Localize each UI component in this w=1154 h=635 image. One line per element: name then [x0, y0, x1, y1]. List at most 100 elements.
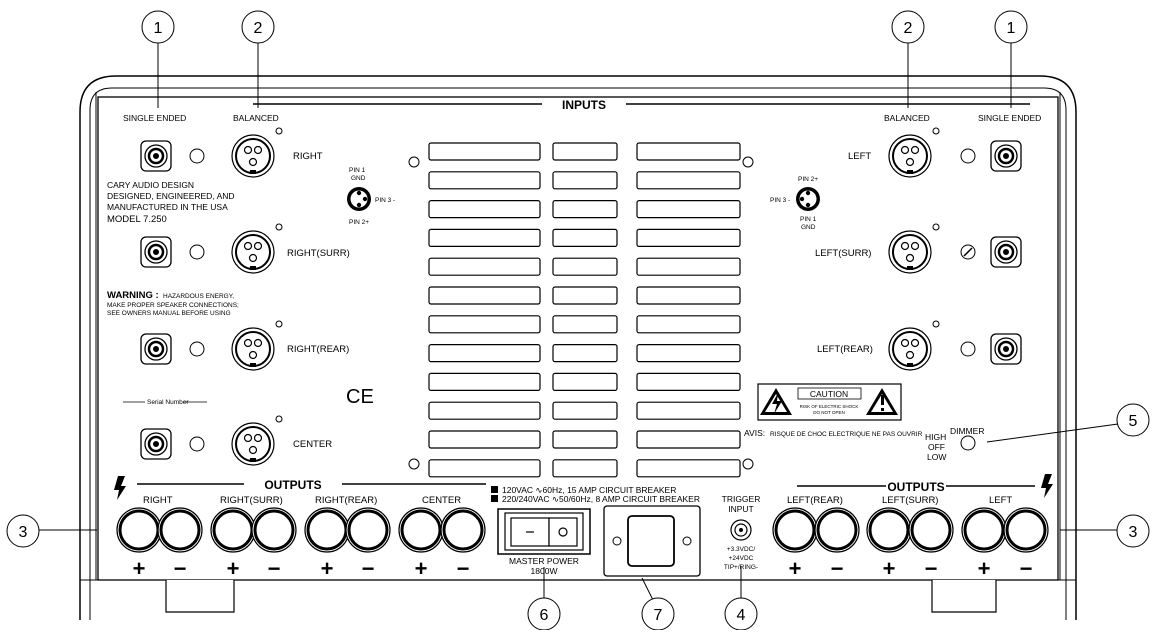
trigger-input[interactable]: TRIGGER INPUT +3.3VDC/ +24VDC TIP+/RING- — [722, 494, 761, 571]
vent-slot — [552, 228, 618, 247]
input-row-right[interactable]: RIGHT — [139, 127, 323, 178]
polarity-plus-right-surr: + — [227, 556, 240, 581]
callout-3-left — [6, 514, 40, 548]
trigger-label1: TRIGGER — [722, 494, 761, 504]
vent-slot — [552, 257, 618, 276]
dimmer-switch[interactable]: DIMMER HIGH OFF LOW — [925, 426, 984, 462]
vent-slot — [636, 372, 741, 391]
heatsink-vents — [428, 142, 741, 478]
balanced-label-right: BALANCED — [884, 113, 930, 123]
vent-slot — [552, 286, 618, 305]
input-row-right-rear[interactable]: RIGHT(REAR) — [139, 320, 349, 371]
binding-post-right-surr-plus-icon[interactable] — [209, 506, 257, 554]
binding-post-right-rear-plus-icon[interactable] — [303, 506, 351, 554]
vent-slot — [428, 228, 541, 247]
serial-number-label: Serial Number — [147, 399, 189, 406]
rca-jack-right-surr-icon[interactable] — [139, 235, 173, 269]
vent-slot — [428, 344, 541, 363]
binding-post-left-plus-icon[interactable] — [960, 506, 1008, 554]
input-label-left-rear: LEFT(REAR) — [817, 344, 873, 355]
iec-power-inlet[interactable] — [603, 505, 701, 577]
binding-post-center-plus-icon[interactable] — [397, 506, 445, 554]
dimmer-low: LOW — [927, 452, 946, 462]
vent-slot — [428, 171, 541, 190]
binding-post-right-minus-icon[interactable] — [156, 506, 204, 554]
master-power-label: MASTER POWER — [509, 556, 579, 566]
power-spec-220: 220/240VAC ∿50/60Hz, 8 AMP CIRCUIT BREAK… — [502, 494, 700, 504]
xlr-jack-left-rear-icon[interactable] — [888, 327, 932, 371]
trigger-spec2: +24VDC — [729, 555, 754, 562]
vent-slot — [636, 142, 741, 161]
rca-jack-left-rear-icon[interactable] — [989, 332, 1023, 366]
xlr-jack-right-icon[interactable] — [231, 134, 275, 178]
vent-slot — [636, 171, 741, 190]
binding-post-right-plus-icon[interactable] — [115, 506, 163, 554]
vent-slot — [636, 257, 741, 276]
rca-jack-right-icon[interactable] — [139, 139, 173, 173]
callout-text-2-left: 2 — [254, 20, 263, 37]
vent-slot — [552, 430, 618, 449]
binding-posts[interactable]: +−+−+−+−+−+−+− — [115, 506, 1050, 581]
binding-post-left-minus-icon[interactable] — [1002, 506, 1050, 554]
vent-slot — [636, 315, 741, 334]
xlr-pinout-right: PIN 2+ PIN 3 - PIN 1 GND — [770, 176, 820, 231]
input-row-center[interactable]: CENTER — [139, 415, 332, 466]
binding-post-right-surr-minus-icon[interactable] — [250, 506, 298, 554]
binding-post-left-surr-plus-icon[interactable] — [865, 506, 913, 554]
input-row-left-rear[interactable]: LEFT(REAR) — [817, 320, 1023, 371]
avis-text: RISQUE DE CHOC ELECTRIQUE NE PAS OUVRIR — [770, 431, 923, 438]
binding-post-left-rear-plus-icon[interactable] — [771, 506, 819, 554]
xlr-jack-right-rear-icon[interactable] — [231, 327, 275, 371]
dimmer-knob-icon[interactable] — [960, 435, 976, 451]
maker-line3: MANUFACTURED IN THE USA — [107, 202, 228, 212]
input-row-left[interactable]: LEFT — [848, 127, 1023, 178]
polarity-plus-left: + — [978, 556, 991, 581]
callout-3-right — [1116, 514, 1150, 548]
polarity-plus-right: + — [133, 556, 146, 581]
output-label-left-surr: LEFT(SURR) — [882, 495, 938, 506]
watts-label: 1800W — [531, 566, 558, 576]
pin1-label-right: PIN 1 — [800, 216, 817, 223]
vent-slot — [636, 401, 741, 420]
polarity-minus-left-rear: − — [831, 556, 844, 581]
vent-slot — [552, 401, 618, 420]
rca-jack-right-rear-icon[interactable] — [139, 332, 173, 366]
chassis — [79, 75, 1077, 620]
callout-text-1-left: 1 — [154, 20, 163, 37]
input-label-right: RIGHT — [293, 151, 323, 162]
polarity-minus-right: − — [174, 556, 187, 581]
binding-post-left-rear-minus-icon[interactable] — [813, 506, 861, 554]
output-label-right-surr: RIGHT(SURR) — [220, 495, 283, 506]
polarity-minus-right-surr: − — [268, 556, 281, 581]
binding-post-right-rear-minus-icon[interactable] — [344, 506, 392, 554]
xlr-pinout-left: PIN 1 GND PIN 3 - PIN 2+ — [347, 167, 395, 226]
input-label-right-surr: RIGHT(SURR) — [287, 248, 350, 259]
vent-slot — [552, 142, 618, 161]
vent-slot — [636, 200, 741, 219]
dimmer-high: HIGH — [925, 432, 946, 442]
dimmer-label: DIMMER — [950, 426, 984, 436]
xlr-jack-left-surr-icon[interactable] — [888, 230, 932, 274]
input-row-left-surr[interactable]: LEFT(SURR) — [815, 223, 1023, 274]
callout-1-left — [141, 10, 175, 44]
xlr-jack-left-icon[interactable] — [888, 134, 932, 178]
callout-text-5: 5 — [1129, 413, 1138, 430]
vent-slot — [636, 228, 741, 247]
balanced-label-left: BALANCED — [233, 113, 279, 123]
rca-jack-left-surr-icon[interactable] — [989, 235, 1023, 269]
binding-post-center-minus-icon[interactable] — [439, 506, 487, 554]
callout-text-1-right: 1 — [1007, 20, 1016, 37]
dimmer-off: OFF — [928, 442, 945, 452]
binding-post-left-surr-minus-icon[interactable] — [907, 506, 955, 554]
master-power-switch[interactable]: MASTER POWER 1800W — [497, 508, 591, 576]
rca-jack-center-icon[interactable] — [139, 427, 173, 461]
xlr-jack-center-icon[interactable] — [231, 422, 275, 466]
rca-jack-left-icon[interactable] — [989, 139, 1023, 173]
output-label-left-rear: LEFT(REAR) — [787, 495, 843, 506]
input-label-right-rear: RIGHT(REAR) — [287, 344, 349, 355]
callout-2-left — [241, 10, 275, 44]
xlr-jack-right-surr-icon[interactable] — [231, 230, 275, 274]
input-row-right-surr[interactable]: RIGHT(SURR) — [139, 223, 350, 274]
pin1-label-left: PIN 1 — [349, 167, 366, 174]
